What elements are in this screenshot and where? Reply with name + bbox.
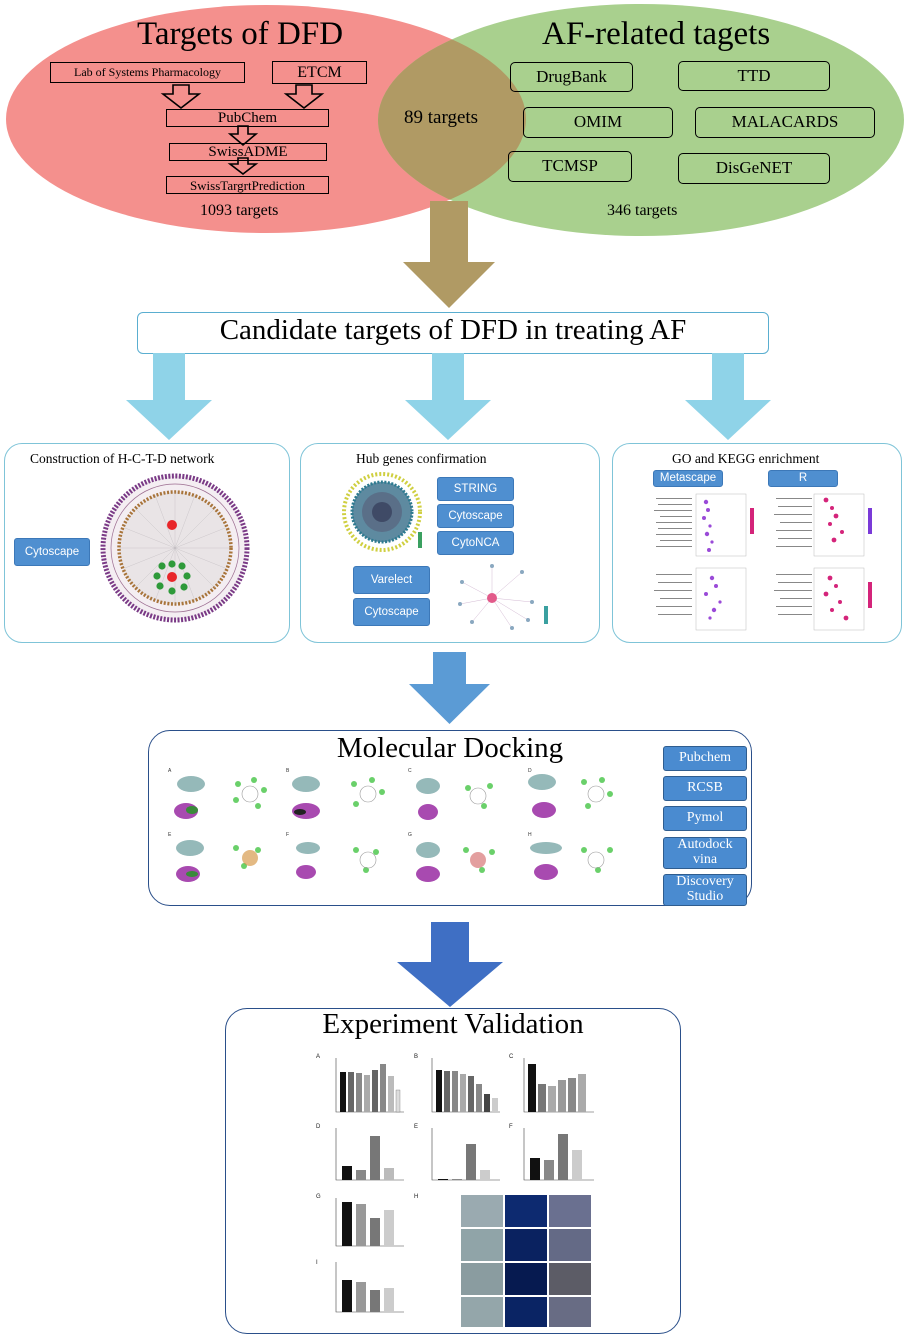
validation-panel-letter: I: [316, 1260, 318, 1266]
af-ellipse: [378, 4, 904, 236]
tool-cytoscape: Cytoscape: [437, 504, 514, 528]
docking-panel: [148, 730, 752, 906]
network-panel-title: Construction of H-C-T-D network: [30, 451, 215, 466]
af-title: AF-related tagets: [542, 16, 771, 52]
down-arrow-outline: [227, 125, 259, 147]
docking-title: Molecular Docking: [336, 732, 564, 764]
source-tcmsp: TCMSP: [508, 151, 632, 182]
ppi-network-image: [342, 472, 422, 552]
branch-arrow-left: [126, 353, 212, 440]
docking-panel-letter: H: [528, 832, 532, 838]
source-etcm: ETCM: [272, 61, 367, 84]
source-drugbank: DrugBank: [510, 62, 633, 92]
tool-r: R: [768, 470, 838, 487]
tool-discovery-studio: Discovery Studio: [663, 874, 747, 906]
tool-pubchem: Pubchem: [663, 746, 747, 771]
source-omim: OMIM: [523, 107, 673, 138]
hub-genes-network-image: [458, 564, 548, 630]
pipeline-arrows: [160, 84, 325, 176]
docking-results-image: A B C D E F G H: [168, 768, 613, 882]
candidate-label: Candidate targets of DFD in treating AF: [219, 314, 687, 346]
dfd-title: Targets of DFD: [137, 16, 344, 52]
step-swisstargetprediction: SwissTargrtPrediction: [166, 176, 329, 194]
af-count: 346 targets: [607, 202, 678, 219]
tool-string: STRING: [437, 477, 514, 501]
branch-arrows: [126, 353, 771, 440]
docking-panel-letter: C: [408, 768, 412, 774]
validation-title: Experiment Validation: [322, 1008, 584, 1040]
source-ttd: TTD: [678, 61, 830, 91]
validation-panel-letter: A: [316, 1054, 320, 1060]
to-docking-arrow: [409, 652, 490, 724]
docking-panel-letter: G: [408, 832, 412, 838]
hctd-network-image: [100, 473, 250, 623]
merge-arrow: [403, 201, 495, 308]
branch-arrow-right: [685, 353, 771, 440]
docking-panel-letter: E: [168, 832, 172, 838]
validation-results-image: A B C D E F G H I: [316, 1054, 594, 1327]
tool-cytoscape-2: Cytoscape: [353, 598, 430, 626]
overlap-count: 89 targets: [404, 107, 479, 128]
source-disgenet: DisGeNET: [678, 153, 830, 184]
tool-pymol: Pymol: [663, 806, 747, 831]
source-malacards: MALACARDS: [695, 107, 875, 138]
validation-panel-letter: G: [316, 1194, 321, 1200]
step-swissadme: SwissADME: [169, 143, 327, 161]
validation-panel-letter: B: [414, 1054, 418, 1060]
branch-arrow-center: [405, 353, 491, 440]
dfd-count: 1093 targets: [200, 202, 279, 219]
to-validation-arrow: [397, 922, 503, 1007]
tool-cytonca: CytoNCA: [437, 531, 514, 555]
validation-panel-letter: F: [509, 1124, 513, 1130]
source-lab-systems-pharmacology: Lab of Systems Pharmacology: [50, 62, 245, 83]
docking-panel-letter: D: [528, 768, 532, 774]
docking-panel-letter: B: [286, 768, 290, 774]
tool-metascape: Metascape: [653, 470, 723, 487]
validation-panel-letter: E: [414, 1124, 418, 1130]
down-arrow-outline: [227, 157, 259, 176]
step-pubchem: PubChem: [166, 109, 329, 127]
validation-panel-letter: D: [316, 1124, 321, 1130]
hub-genes-panel-title: Hub genes confirmation: [356, 451, 487, 466]
enrichment-panel-title: GO and KEGG enrichment: [672, 451, 820, 466]
tool-autodock-vina: Autodock vina: [663, 837, 747, 869]
docking-panel-letter: A: [168, 768, 172, 774]
tool-cytoscape: Cytoscape: [14, 538, 90, 566]
enrichment-dotplots-image: [654, 493, 872, 631]
validation-panel-letter: H: [414, 1194, 418, 1200]
tool-varelect: Varelect: [353, 566, 430, 594]
tool-rcsb: RCSB: [663, 776, 747, 801]
validation-panel-letter: C: [509, 1054, 514, 1060]
down-arrow-outline: [283, 84, 325, 110]
down-arrow-outline: [160, 84, 202, 110]
validation-panel: [225, 1008, 681, 1334]
docking-panel-letter: F: [286, 832, 289, 838]
